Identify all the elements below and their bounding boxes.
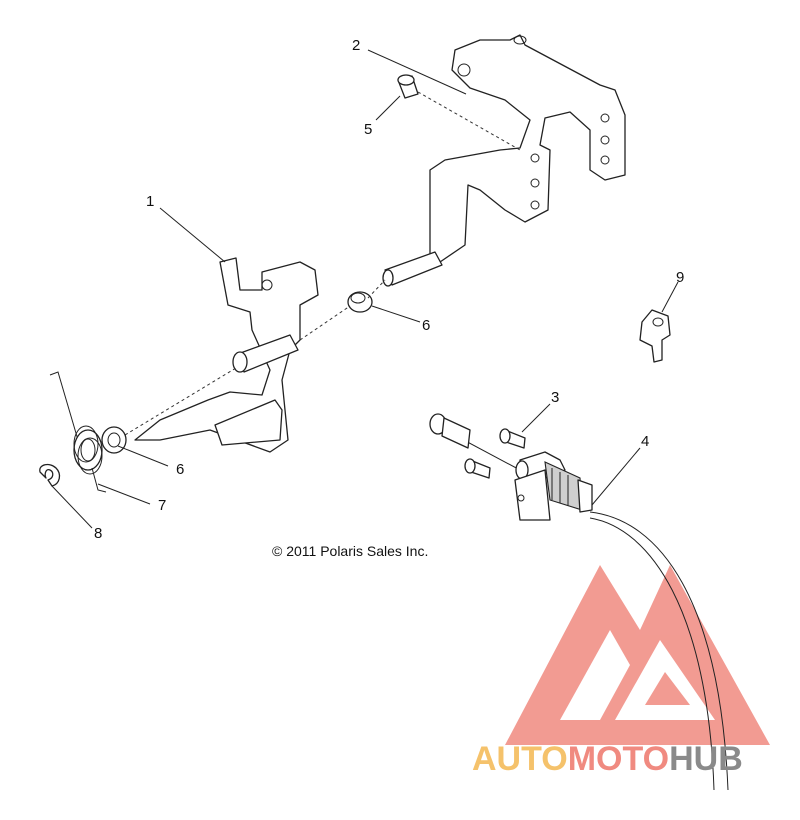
callout-2: 2 xyxy=(352,37,360,54)
callout-4: 4 xyxy=(641,433,649,450)
callout-9: 9 xyxy=(676,269,684,286)
washer-6-lower xyxy=(101,426,127,454)
callout-7: 7 xyxy=(158,497,166,514)
watermark-text: AUTOMOTOHUB xyxy=(472,740,743,778)
bushing-5 xyxy=(397,74,419,99)
bushing-6-upper xyxy=(347,291,373,313)
throttle-cable xyxy=(589,511,729,791)
watermark-logo xyxy=(505,565,770,745)
pedal-lever xyxy=(134,257,319,453)
watermark-auto: AUTO xyxy=(472,740,568,778)
callout-6-lower: 6 xyxy=(176,461,184,478)
callout-6-upper: 6 xyxy=(422,317,430,334)
cable-clip xyxy=(639,309,671,363)
pin-3a xyxy=(499,428,526,449)
cable-end-assembly xyxy=(429,413,593,521)
assembly-line-6a xyxy=(367,279,386,299)
svg-text:AUTOMOTOHUB: AUTOMOTOHUB xyxy=(472,740,743,778)
mounting-bracket xyxy=(382,34,626,287)
assembly-line-6b xyxy=(299,305,351,341)
assembly-line-1 xyxy=(119,367,237,439)
callout-1: 1 xyxy=(146,193,154,210)
assembly-line-5 xyxy=(417,91,521,151)
torsion-spring xyxy=(49,371,107,493)
callout-8: 8 xyxy=(94,525,102,542)
watermark-hub: HUB xyxy=(669,740,743,778)
pin-3b xyxy=(464,458,491,479)
copyright-notice: © 2011 Polaris Sales Inc. xyxy=(272,543,428,559)
leader-lines xyxy=(51,49,679,529)
e-clip xyxy=(39,463,61,487)
callout-3: 3 xyxy=(551,389,559,406)
callout-5: 5 xyxy=(364,121,372,138)
watermark-moto: MOTO xyxy=(568,740,669,778)
